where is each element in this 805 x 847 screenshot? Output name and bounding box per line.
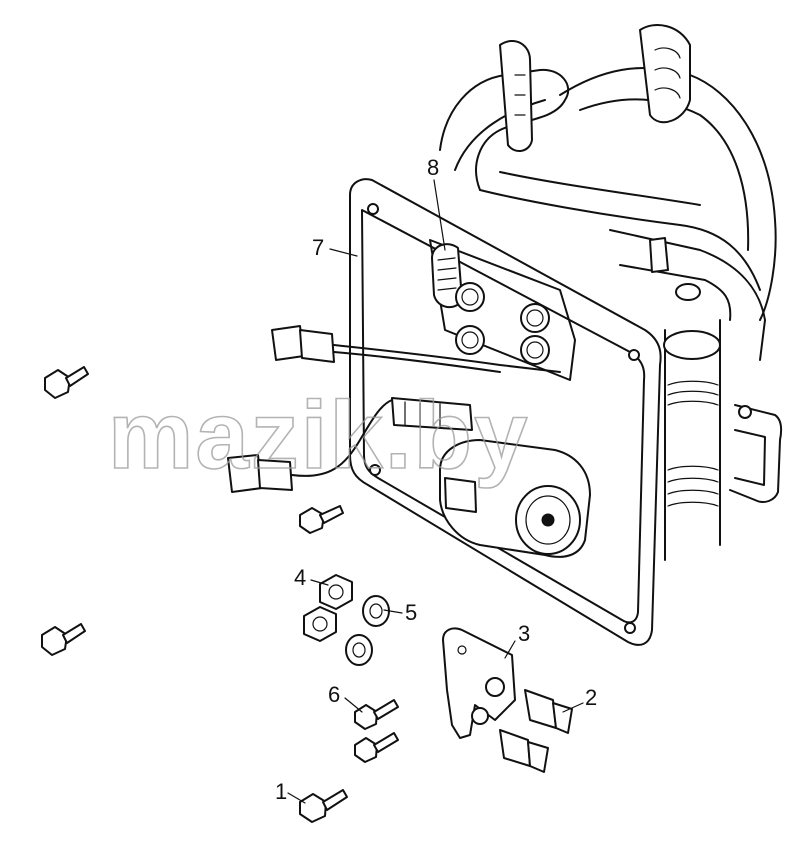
- callout-6: 6: [328, 682, 340, 707]
- dial-control: [439, 439, 591, 558]
- bolt: [354, 699, 399, 730]
- handle-frame: [439, 24, 777, 361]
- lock-washer: [345, 634, 373, 666]
- valve-block: [429, 239, 576, 381]
- bolt: [299, 789, 348, 823]
- callout-5: 5: [405, 600, 417, 625]
- nut: [303, 606, 337, 642]
- leader-lines: [287, 179, 584, 804]
- callout-8: 8: [427, 155, 439, 180]
- callout-4: 4: [294, 565, 306, 590]
- nut: [319, 574, 353, 610]
- callout-3: 3: [518, 621, 530, 646]
- lock-washer: [362, 595, 390, 627]
- callout-2: 2: [585, 685, 597, 710]
- bolt-mid: [299, 505, 344, 534]
- spring-assembly: [663, 319, 783, 561]
- bolt: [354, 732, 399, 763]
- callout-1: 1: [275, 779, 287, 804]
- bolt-left-lower: [41, 623, 86, 656]
- bracket: [442, 627, 516, 739]
- wiring-harness: [227, 325, 561, 493]
- callout-7: 7: [312, 235, 324, 260]
- bolt-left-upper: [44, 366, 89, 399]
- mounting-plate: [349, 178, 662, 646]
- watermark: mazik.by: [108, 382, 530, 489]
- fitting: [499, 729, 549, 773]
